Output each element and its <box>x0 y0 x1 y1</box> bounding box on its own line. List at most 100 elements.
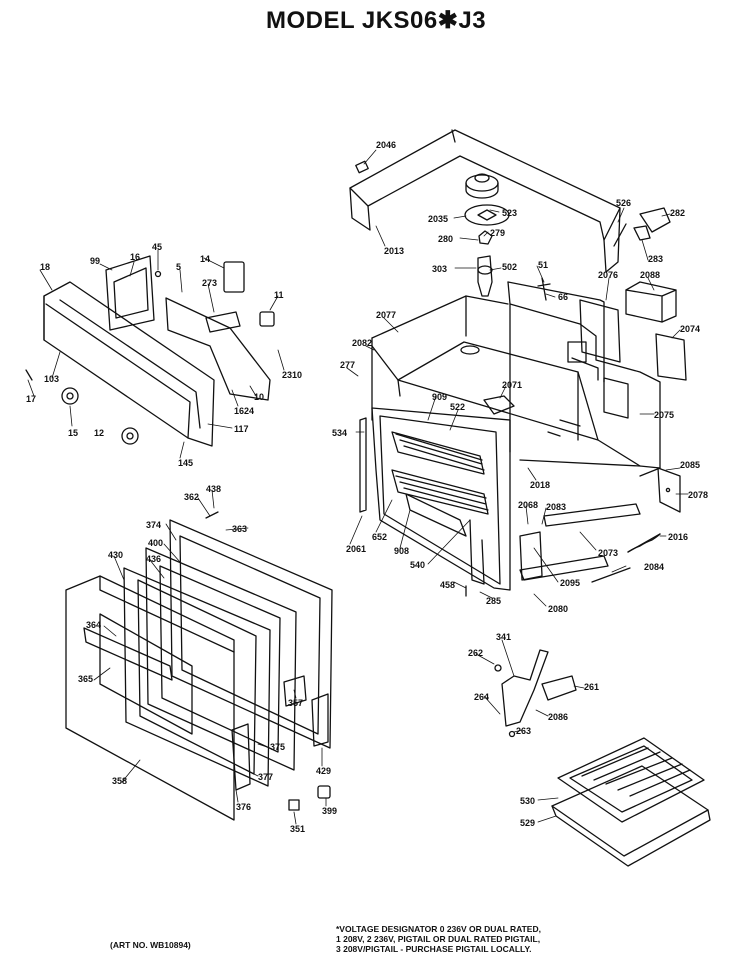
callout: 522 <box>450 402 465 412</box>
callout: 523 <box>502 208 517 218</box>
backsplash-bracket <box>165 297 271 401</box>
callout: 526 <box>616 198 631 208</box>
callout: 436 <box>146 554 161 564</box>
callout: 103 <box>44 374 59 384</box>
callout: 341 <box>496 632 511 642</box>
callout: 429 <box>316 766 331 776</box>
callout: 529 <box>520 818 535 828</box>
callout: 15 <box>68 428 78 438</box>
top-shroud <box>349 129 621 273</box>
callout: 2073 <box>598 548 618 558</box>
bracket-part <box>478 230 493 245</box>
callout: 377 <box>258 772 273 782</box>
clip-45 <box>154 270 162 278</box>
callout: 66 <box>558 292 568 302</box>
callout: 362 <box>184 492 199 502</box>
callout: 2078 <box>688 490 708 500</box>
callout: 540 <box>410 560 425 570</box>
art-number: (ART NO. WB10894) <box>110 940 191 950</box>
callout: 530 <box>520 796 535 806</box>
door-trim-right <box>311 693 329 747</box>
callout-labels: 2046 2013 523 2035 279 280 303 502 51 66… <box>26 140 708 834</box>
callout: 458 <box>440 580 455 590</box>
callout: 2076 <box>598 270 618 280</box>
callout: 273 <box>202 278 217 288</box>
callout: 277 <box>340 360 355 370</box>
callout: 2077 <box>376 310 396 320</box>
callout: 2088 <box>640 270 660 280</box>
callout: 262 <box>468 648 483 658</box>
callout: 357 <box>288 698 303 708</box>
callout: 280 <box>438 234 453 244</box>
voltage-note-line: *VOLTAGE DESIGNATOR 0 236V OR DUAL RATED… <box>336 924 541 934</box>
callout: 2084 <box>644 562 664 572</box>
door-window-frame <box>145 547 297 771</box>
callout: 438 <box>206 484 221 494</box>
infinite-switch <box>223 261 245 293</box>
callout: 430 <box>108 550 123 560</box>
callout: 11 <box>274 290 284 300</box>
callout: 2035 <box>428 214 448 224</box>
callout: 364 <box>86 620 101 630</box>
callout: 2075 <box>654 410 674 420</box>
door-outer-panel <box>65 575 235 821</box>
terminal-box <box>625 281 677 323</box>
callout: 652 <box>372 532 387 542</box>
door-screw-362 <box>205 511 219 519</box>
oven-racks <box>391 431 489 537</box>
callout: 2071 <box>502 380 522 390</box>
callout: 16 <box>130 252 140 262</box>
callout: 12 <box>94 428 104 438</box>
callout: 2016 <box>668 532 688 542</box>
callout: 2013 <box>384 246 404 256</box>
sensor-probe <box>537 277 551 301</box>
callout: 358 <box>112 776 127 786</box>
callout: 263 <box>516 726 531 736</box>
oven-cabinet <box>371 281 661 477</box>
door-foot-351 <box>288 799 300 811</box>
callout: 1624 <box>234 406 254 416</box>
selector-switch <box>613 207 671 247</box>
control-panel <box>43 281 215 447</box>
valve-part <box>477 255 493 297</box>
callout: 2018 <box>530 480 550 490</box>
element-clip <box>483 395 515 415</box>
callout: 502 <box>502 262 517 272</box>
callout: 282 <box>670 208 685 218</box>
callout: 261 <box>584 682 599 692</box>
terminal-block <box>205 311 241 333</box>
callout: 303 <box>432 264 447 274</box>
voltage-note-line: 3 208V/PIGTAIL - PURCHASE PIGTAIL LOCALL… <box>336 944 532 954</box>
callout: 14 <box>200 254 210 264</box>
callout: 908 <box>394 546 409 556</box>
knob-15 <box>61 387 79 405</box>
callout: 363 <box>232 524 247 534</box>
broiler-pan <box>551 765 711 867</box>
callout: 264 <box>474 692 489 702</box>
callout: 909 <box>432 392 447 402</box>
callout: 365 <box>78 674 93 684</box>
callout: 351 <box>290 824 305 834</box>
callout: 2310 <box>282 370 302 380</box>
broiler-pan-grid <box>557 737 705 823</box>
thermostat-knob <box>465 173 499 199</box>
callout: 99 <box>90 256 100 266</box>
knob-12 <box>121 427 139 445</box>
voltage-note: *VOLTAGE DESIGNATOR 0 236V OR DUAL RATED… <box>336 924 541 954</box>
callout: 400 <box>148 538 163 548</box>
callout: 399 <box>322 806 337 816</box>
callout: 2082 <box>352 338 372 348</box>
callout: 10 <box>254 392 264 402</box>
cover-plate <box>655 333 687 381</box>
door-inner-panel <box>169 519 333 749</box>
indicator-light <box>259 311 275 327</box>
callout: 45 <box>152 242 162 252</box>
diagram-title: MODEL JKS06✱J3 <box>265 7 487 34</box>
callout: 283 <box>648 254 663 264</box>
callout: 2046 <box>376 140 396 150</box>
callout: 51 <box>538 260 548 270</box>
drawer-rail-upper <box>543 503 641 527</box>
callout: 2074 <box>680 324 700 334</box>
callout: 374 <box>146 520 161 530</box>
